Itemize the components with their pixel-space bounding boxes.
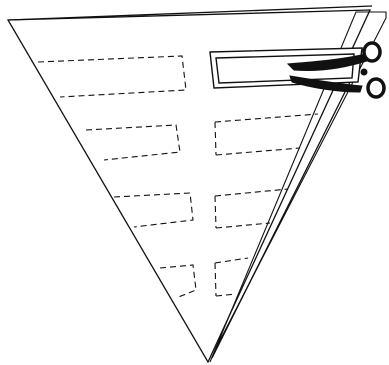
cut-outline-left-1 — [38, 56, 186, 97]
cut-outline-left-4 — [160, 265, 196, 298]
cut-outline-left-2 — [86, 125, 180, 160]
dashed-cut-outlines-left — [38, 56, 196, 298]
paper-top-fold — [8, 6, 372, 20]
